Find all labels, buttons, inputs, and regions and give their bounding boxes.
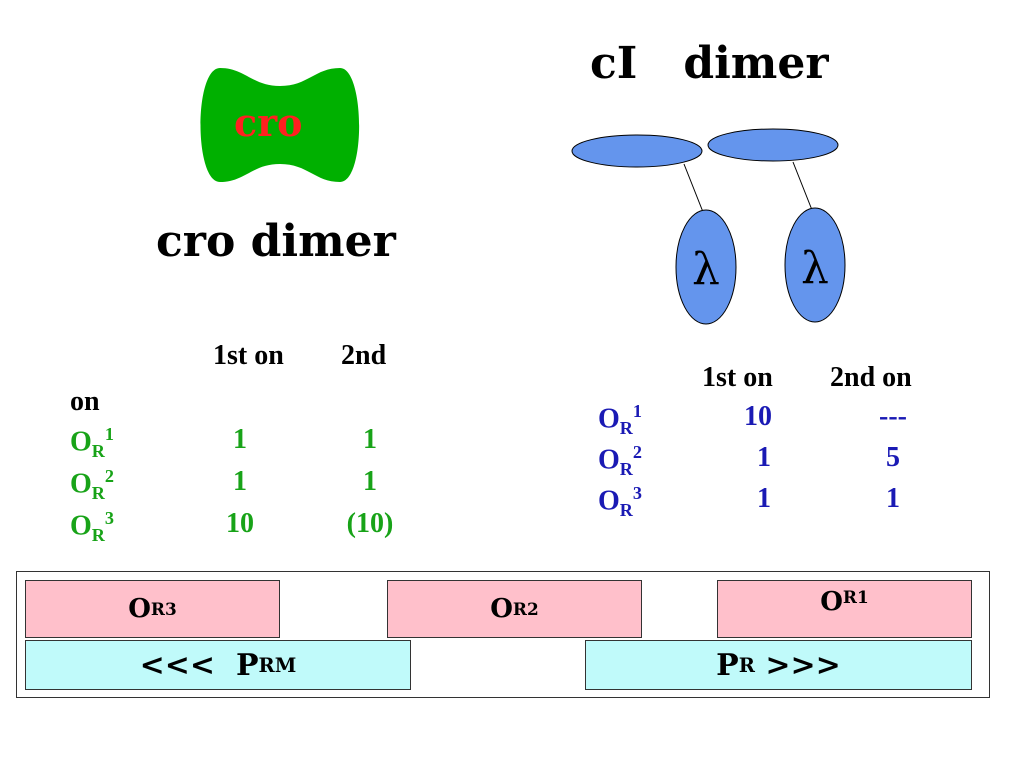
ci-row: OR1 10 --- xyxy=(598,401,938,441)
operator-label: O xyxy=(70,468,92,500)
ci-second-value: --- xyxy=(879,401,907,432)
ci-dimer-diagram: λ λ xyxy=(571,128,846,325)
cro-second-value: 1 xyxy=(363,466,377,497)
operator-label: O xyxy=(598,403,620,435)
ci-header-2nd: 2nd on xyxy=(830,362,912,393)
ci-second-value: 5 xyxy=(886,442,900,473)
promoter-subscript: R xyxy=(738,653,755,677)
operator-label: O xyxy=(70,426,92,458)
cro-second-value: (10) xyxy=(346,508,394,539)
cro-row: OR2 1 1 xyxy=(70,466,410,506)
cro-dimer-caption: cro dimer xyxy=(156,216,396,267)
cro-row: OR3 10 (10) xyxy=(70,508,410,548)
promoter-suffix: >>> xyxy=(754,647,841,683)
ci-dimer-caption: cI dimer xyxy=(590,38,829,89)
ci-n-domain-left xyxy=(571,134,703,168)
cro-header-2nd: 2nd xyxy=(341,340,387,371)
operator-label: O xyxy=(70,510,92,542)
ci-first-value: 10 xyxy=(744,401,772,432)
operator-label: O xyxy=(598,444,620,476)
cro-second-value: 1 xyxy=(363,424,377,455)
ci-header-1st: 1st on xyxy=(702,362,773,393)
operator-label: O xyxy=(128,594,151,624)
cro-first-value: 10 xyxy=(226,508,254,539)
lambda-symbol-right: λ xyxy=(801,243,829,294)
promoter-label: P xyxy=(235,647,259,683)
cro-first-value: 1 xyxy=(233,466,247,497)
ci-first-value: 1 xyxy=(757,442,771,473)
operator-label: O xyxy=(598,485,620,517)
cro-header-wrap: on xyxy=(70,386,100,417)
cro-first-value: 1 xyxy=(233,424,247,455)
ci-first-value: 1 xyxy=(757,483,771,514)
ci-c-domain-left xyxy=(675,209,737,325)
cro-label: cro xyxy=(234,100,303,145)
promoter-subscript: RM xyxy=(258,653,297,677)
cro-row: OR1 1 1 xyxy=(70,424,410,464)
cro-header-1st: 1st on xyxy=(213,340,284,371)
ci-second-value: 1 xyxy=(886,483,900,514)
operator-label: O xyxy=(820,587,843,617)
ci-linker-right xyxy=(792,161,813,211)
operator-label: O xyxy=(490,594,513,624)
ci-linker-left xyxy=(683,163,704,213)
ci-row: OR3 1 1 xyxy=(598,483,938,523)
operator-map-frame xyxy=(16,571,990,698)
ci-n-domain-right xyxy=(707,128,839,162)
ci-c-domain-right xyxy=(784,207,846,323)
cro-dimer-shape xyxy=(200,68,360,182)
lambda-symbol-left: λ xyxy=(692,244,720,295)
promoter-label: P xyxy=(716,647,739,683)
ci-row: OR2 1 5 xyxy=(598,442,938,482)
cro-dimer-body xyxy=(200,68,360,182)
promoter-prefix: <<< xyxy=(139,647,236,683)
